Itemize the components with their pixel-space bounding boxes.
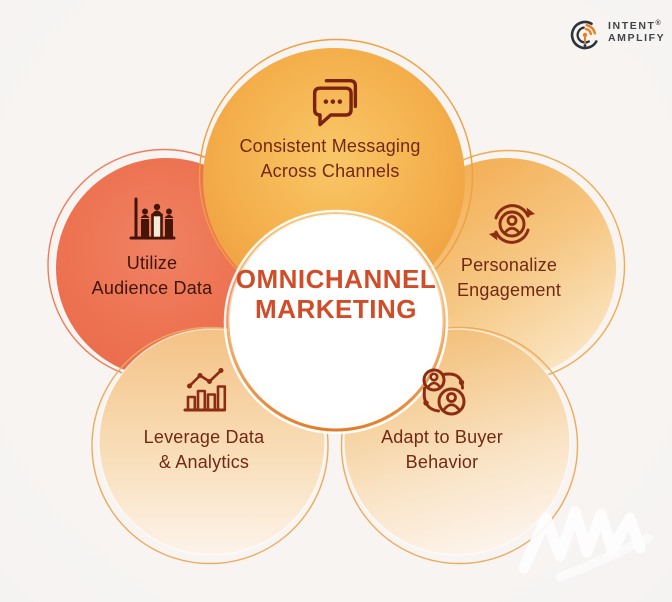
analytics-chart-icon xyxy=(183,368,227,412)
intent-amplify-logo-icon xyxy=(570,20,598,50)
ring-adapt-buyer-behavior xyxy=(340,326,579,565)
petal-label-leverage-data-analytics: Leverage Data & Analytics xyxy=(79,425,329,475)
center-title-line2: MARKETING xyxy=(255,294,417,324)
petal-label-line: Utilize xyxy=(126,253,178,273)
petal-label-consistent-messaging: Consistent Messaging Across Channels xyxy=(190,134,470,184)
petal-label-line: Audience Data xyxy=(91,278,213,298)
logo-text: INTENT® AMPLIFY xyxy=(608,20,665,44)
registered-mark: ® xyxy=(655,20,661,27)
audience-bar-chart-icon xyxy=(129,197,176,240)
center-title-line1: OMNICHANNEL xyxy=(235,264,437,294)
petal-label-line: Personalize xyxy=(460,255,558,275)
petal-label-line: Across Channels xyxy=(260,161,400,181)
petal-label-line: Engagement xyxy=(456,280,562,300)
connected-users-icon xyxy=(422,368,466,416)
center-circle-halo xyxy=(223,209,449,435)
center-title: OMNICHANNEL MARKETING xyxy=(206,264,466,324)
brand-logo: INTENT® AMPLIFY xyxy=(568,16,665,52)
petal-label-personalize-engagement: Personalize Engagement xyxy=(394,253,624,303)
watermark-scribble xyxy=(518,506,653,582)
petal-label-line: & Analytics xyxy=(158,452,250,472)
petal-label-line: Behavior xyxy=(405,452,479,472)
petal-label-line: Leverage Data xyxy=(143,427,265,447)
logo-text-intent: INTENT xyxy=(608,20,656,32)
sync-user-icon xyxy=(489,204,535,244)
petal-label-adapt-buyer-behavior: Adapt to Buyer Behavior xyxy=(317,425,567,475)
petal-label-utilize-audience-data: Utilize Audience Data xyxy=(42,251,262,301)
petal-label-line: Consistent Messaging xyxy=(239,136,421,156)
chat-bubbles-icon xyxy=(312,79,358,127)
petal-label-line: Adapt to Buyer xyxy=(381,427,503,447)
center-circle xyxy=(226,212,446,432)
ring-leverage-data-analytics xyxy=(91,326,329,565)
logo-text-amplify: AMPLIFY xyxy=(608,32,666,44)
